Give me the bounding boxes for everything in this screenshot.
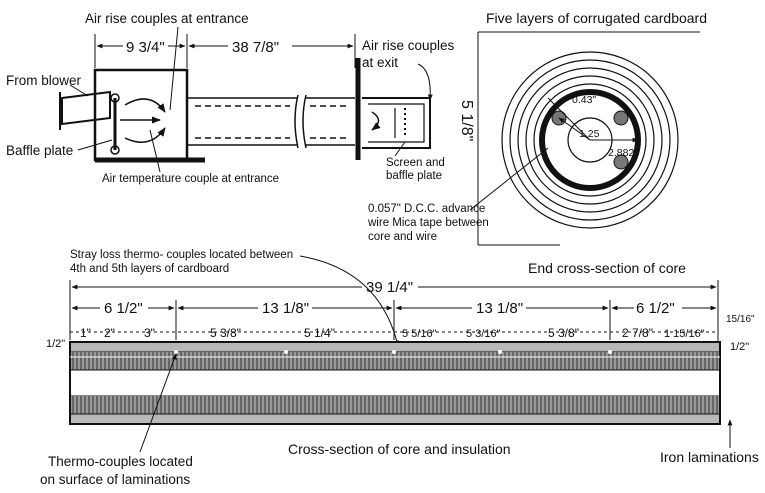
label-wire-note-1: 0.057" D.C.C. advance xyxy=(368,203,485,215)
label-end-cross-section: End cross-section of core xyxy=(528,260,686,276)
dim-tube-length: 38 7/8" xyxy=(232,39,279,56)
label-cross-section: Cross-section of core and insulation xyxy=(288,441,511,457)
bottom-dimension-lines xyxy=(69,280,719,345)
dim-small-538a: 5 3/8" xyxy=(210,326,241,340)
dim-total-length: 39 1/4" xyxy=(366,279,413,296)
label-air-rise-entrance: Air rise couples at entrance xyxy=(85,11,249,26)
label-stray-loss-2: 4th and 5th layers of cardboard xyxy=(70,263,229,275)
label-baffle-plate: Baffle plate xyxy=(6,143,73,158)
dim-segment-e: 15/16" xyxy=(726,314,755,325)
label-screen-baffle-2: baffle plate xyxy=(386,170,442,182)
entrance-box xyxy=(93,68,189,162)
air-duct-assembly xyxy=(59,58,431,163)
dim-radius-2882: 2.882 xyxy=(608,147,634,159)
label-screen-baffle-1: Screen and xyxy=(386,157,445,169)
label-from-blower: From blower xyxy=(6,73,82,88)
dim-radius-125: 1.25 xyxy=(579,128,600,140)
core-bore-band xyxy=(69,369,721,397)
dim-segment-a: 6 1/2" xyxy=(104,300,143,317)
dim-segment-c: 13 1/8" xyxy=(476,300,523,317)
dim-small-11516: 1 15/16" xyxy=(664,328,705,340)
dim-small-5316: 5 3/16" xyxy=(466,328,501,340)
dim-small-half-right: 1/2" xyxy=(730,341,749,353)
dim-entrance-length: 9 3/4" xyxy=(126,39,165,56)
dim-small-514: 5 1/4" xyxy=(304,326,335,340)
dim-segment-d: 6 1/2" xyxy=(636,300,675,317)
dim-small-538b: 5 3/8" xyxy=(548,326,579,340)
dim-small-278: 2 7/8" xyxy=(622,326,653,340)
dim-small-5516: 5 5/16" xyxy=(402,328,437,340)
exit-hood xyxy=(362,97,431,149)
label-wire-note-3: core and wire xyxy=(368,231,437,243)
label-air-rise-exit-1: Air rise couples xyxy=(362,38,455,53)
label-stray-loss-1: Stray loss thermo- couples located betwe… xyxy=(70,249,293,261)
leader-air-rise-entrance xyxy=(169,26,179,111)
label-thermo-couples-2: on surface of laminations xyxy=(40,472,190,487)
label-air-temp-entrance: Air temperature couple at entrance xyxy=(102,173,279,185)
dim-radius-043: 0.43" xyxy=(572,94,596,106)
dim-segment-b: 13 1/8" xyxy=(262,300,309,317)
dim-height: 5 1/8" xyxy=(458,100,475,141)
end-cross-section-view xyxy=(477,31,700,246)
label-thermo-couples-1: Thermo-couples located xyxy=(48,454,193,469)
dim-small-half-left: 1/2" xyxy=(46,338,65,350)
blower-inlet xyxy=(61,90,111,126)
label-wire-note-2: wire Mica tape between xyxy=(367,217,489,229)
dim-small-1: 1" xyxy=(80,326,91,340)
label-five-layers: Five layers of corrugated cardboard xyxy=(486,10,707,26)
core-cross-section xyxy=(69,341,721,425)
label-air-rise-exit-2: at exit xyxy=(362,55,398,70)
dim-small-3: 3" xyxy=(144,326,155,340)
dim-small-2: 2" xyxy=(104,326,115,340)
label-iron-laminations: Iron laminations xyxy=(660,449,759,465)
